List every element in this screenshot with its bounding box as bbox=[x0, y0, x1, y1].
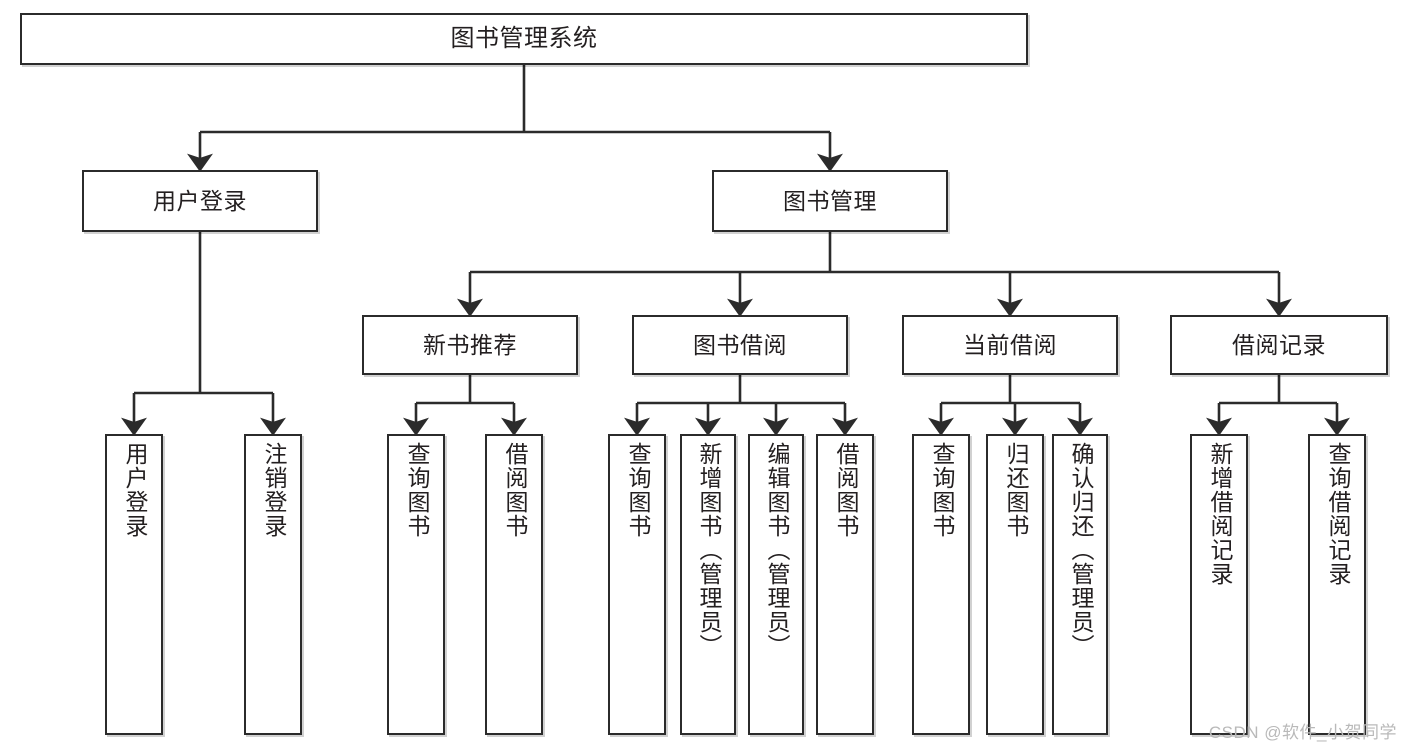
node-new-book-rec[interactable]: 新书推荐 bbox=[362, 315, 578, 375]
node-leaf-query-book-cur-label: 查询图书 bbox=[928, 442, 955, 538]
node-root[interactable]: 图书管理系统 bbox=[20, 13, 1028, 65]
node-leaf-borrow-book-rec[interactable]: 借阅图书 bbox=[485, 434, 543, 735]
node-new-book-rec-label: 新书推荐 bbox=[423, 331, 517, 358]
node-book-manage-label: 图书管理 bbox=[783, 187, 877, 214]
node-leaf-return-book-label: 归还图书 bbox=[1002, 442, 1029, 538]
node-leaf-query-book-bor-label: 查询图书 bbox=[624, 442, 651, 538]
node-leaf-user-login[interactable]: 用户登录 bbox=[105, 434, 163, 735]
node-leaf-query-book-cur[interactable]: 查询图书 bbox=[912, 434, 970, 735]
node-leaf-query-record-label: 查询借阅记录 bbox=[1324, 442, 1351, 586]
node-leaf-user-login-label: 用户登录 bbox=[121, 442, 148, 538]
node-leaf-query-book-rec-label: 查询图书 bbox=[403, 442, 430, 538]
node-leaf-confirm-return[interactable]: 确认归还（管理员） bbox=[1052, 434, 1108, 735]
node-user-login[interactable]: 用户登录 bbox=[82, 170, 318, 232]
node-book-borrow-label: 图书借阅 bbox=[693, 331, 787, 358]
node-leaf-add-record-label: 新增借阅记录 bbox=[1206, 442, 1233, 586]
node-borrow-record-label: 借阅记录 bbox=[1232, 331, 1326, 358]
node-leaf-borrow-book-rec-label: 借阅图书 bbox=[501, 442, 528, 538]
node-leaf-query-record[interactable]: 查询借阅记录 bbox=[1308, 434, 1366, 735]
node-leaf-return-book[interactable]: 归还图书 bbox=[986, 434, 1044, 735]
node-leaf-confirm-return-label: 确认归还（管理员） bbox=[1067, 442, 1094, 658]
node-leaf-query-book-bor[interactable]: 查询图书 bbox=[608, 434, 666, 735]
node-leaf-borrow-book-bor[interactable]: 借阅图书 bbox=[816, 434, 874, 735]
node-leaf-borrow-book-bor-label: 借阅图书 bbox=[832, 442, 859, 538]
node-current-borrow[interactable]: 当前借阅 bbox=[902, 315, 1118, 375]
node-leaf-user-logout-label: 注销登录 bbox=[260, 442, 287, 538]
node-leaf-add-record[interactable]: 新增借阅记录 bbox=[1190, 434, 1248, 735]
node-book-manage[interactable]: 图书管理 bbox=[712, 170, 948, 232]
node-borrow-record[interactable]: 借阅记录 bbox=[1170, 315, 1388, 375]
node-leaf-edit-book[interactable]: 编辑图书（管理员） bbox=[748, 434, 804, 735]
node-leaf-user-logout[interactable]: 注销登录 bbox=[244, 434, 302, 735]
node-current-borrow-label: 当前借阅 bbox=[963, 331, 1057, 358]
node-leaf-edit-book-label: 编辑图书（管理员） bbox=[763, 442, 790, 658]
node-book-borrow[interactable]: 图书借阅 bbox=[632, 315, 848, 375]
node-leaf-add-book-label: 新增图书（管理员） bbox=[695, 442, 722, 658]
node-root-label: 图书管理系统 bbox=[450, 25, 598, 52]
node-leaf-add-book[interactable]: 新增图书（管理员） bbox=[680, 434, 736, 735]
node-leaf-query-book-rec[interactable]: 查询图书 bbox=[387, 434, 445, 735]
node-user-login-label: 用户登录 bbox=[153, 187, 247, 214]
csdn-watermark: CSDN @软件_小贺同学 bbox=[1208, 723, 1397, 742]
